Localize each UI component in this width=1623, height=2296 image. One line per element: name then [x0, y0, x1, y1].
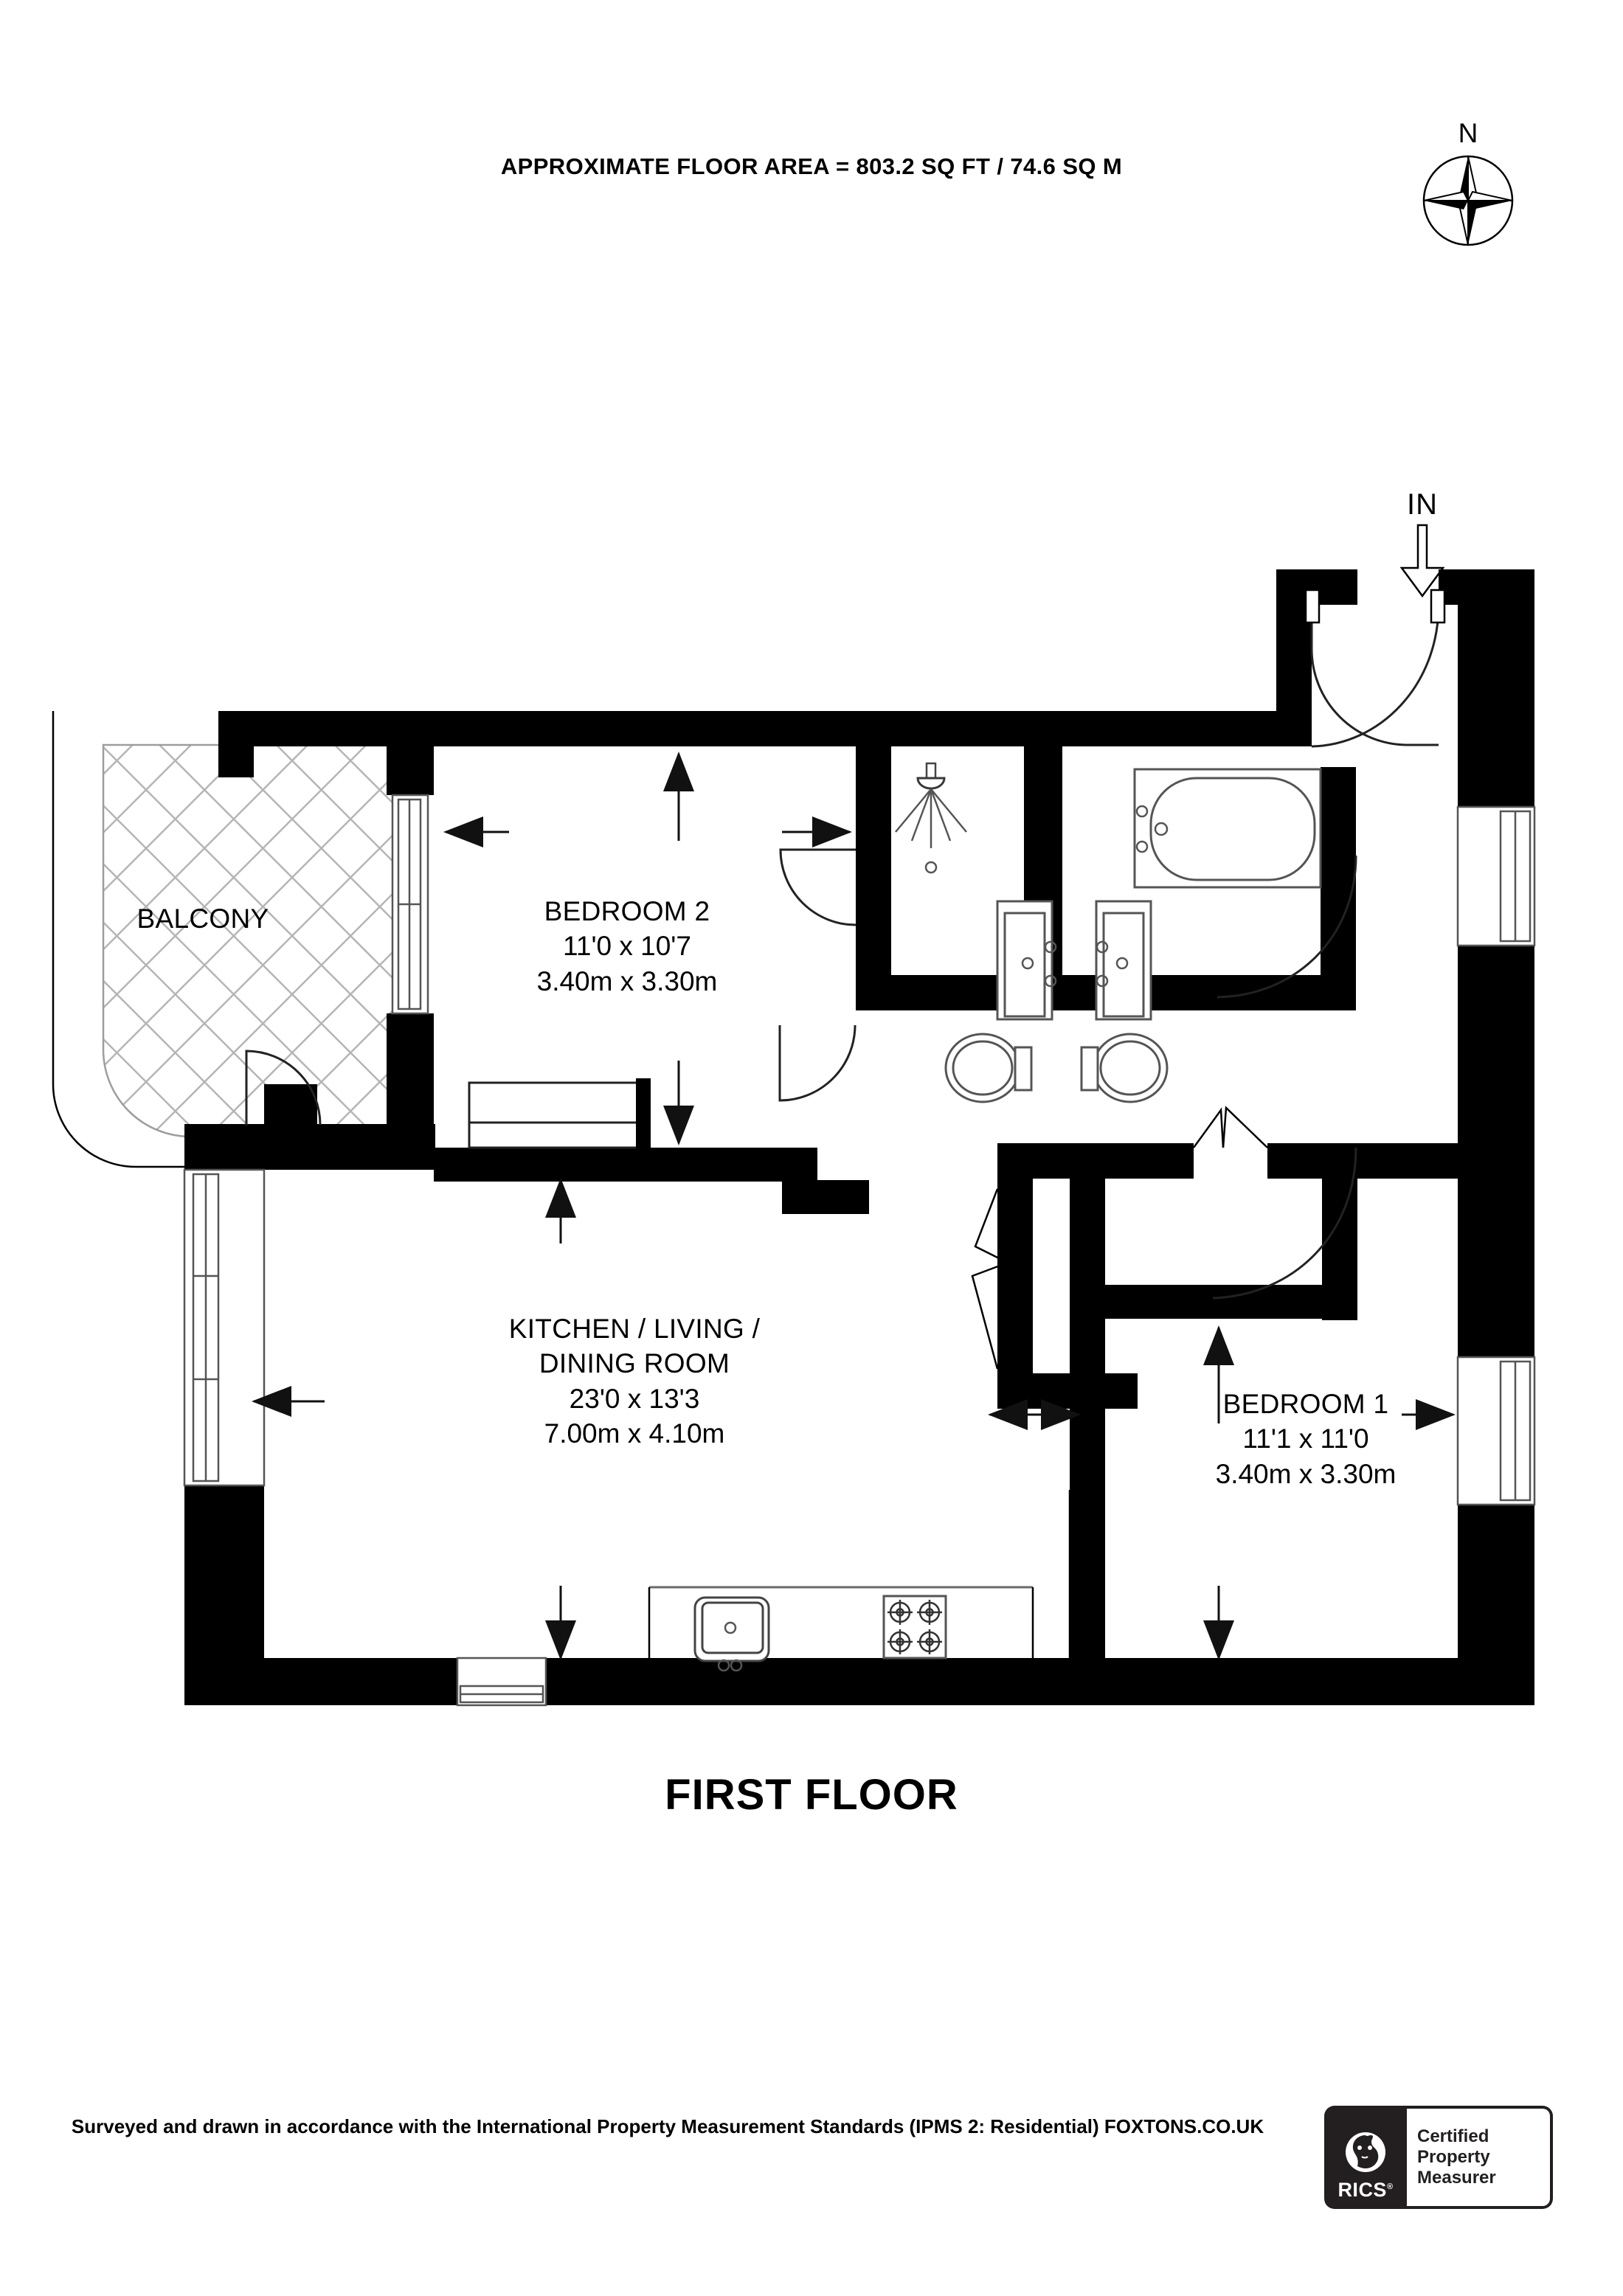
balcony-area [102, 743, 415, 1138]
kitchen-units [648, 1586, 1034, 1672]
header: APPROXIMATE FLOOR AREA = 803.2 SQ FT / 7… [0, 145, 1623, 189]
room-name: BEDROOM 2 [544, 896, 710, 926]
bathtub-icon [1133, 768, 1322, 889]
rics-caption-line2: Property [1417, 2147, 1490, 2168]
rics-lion-icon [1346, 2132, 1385, 2172]
cupboard-icon [468, 1078, 651, 1151]
door-bathroom [1217, 855, 1357, 999]
entrance-marker: IN [1356, 488, 1489, 599]
dimension-arrows [252, 752, 1456, 1660]
room-dim-metric: 3.40m x 3.30m [1215, 1458, 1397, 1489]
rics-caption-line3: Measurer [1417, 2167, 1496, 2188]
door-bedroom2-lower [778, 1024, 857, 1102]
wash-basin-icon-bathroom [1095, 900, 1152, 1021]
rics-brand-text: RICS [1337, 2179, 1387, 2201]
rics-caption-block: Certified Property Measurer [1407, 2106, 1553, 2209]
toilet-icon-bathroom [1080, 1033, 1169, 1103]
room-name-line1: KITCHEN / LIVING / [508, 1314, 761, 1344]
door-bedroom2-upper [779, 848, 857, 926]
window-right-upper [1456, 805, 1536, 947]
floor-title: FIRST FLOOR [665, 1771, 958, 1819]
room-label-balcony: BALCONY [81, 901, 325, 936]
footer: Surveyed and drawn in accordance with th… [0, 2106, 1623, 2238]
window-bedroom2-balcony [391, 794, 429, 1015]
floor-plan [52, 569, 1536, 1707]
rics-caption-line1: Certified [1417, 2126, 1489, 2147]
hall-break-line [971, 1188, 1011, 1370]
room-dim-imperial: 23'0 x 13'3 [569, 1383, 700, 1414]
floor-plan-drawing [52, 569, 1536, 1707]
balcony-outline [52, 711, 273, 1168]
room-dim-imperial: 11'1 x 11'0 [1242, 1423, 1369, 1454]
door-bedroom1 [1212, 1147, 1357, 1300]
entrance-label: IN [1407, 488, 1438, 521]
rics-badge: RICS® Certified Property Measurer [1324, 2106, 1553, 2209]
room-name: BALCONY [136, 904, 269, 934]
room-dim-metric: 3.40m x 3.30m [536, 965, 718, 996]
bathroom-fixtures [1080, 768, 1322, 1103]
room-label-bedroom2: BEDROOM 2 11'0 x 10'7 3.40m x 3.30m [428, 894, 826, 999]
room-name-line2: DINING ROOM [539, 1348, 730, 1379]
door-entrance [1304, 589, 1446, 748]
footer-disclaimer: Surveyed and drawn in accordance with th… [71, 2115, 1264, 2137]
room-dim-metric: 7.00m x 4.10m [544, 1418, 725, 1449]
door-balcony [245, 1050, 322, 1126]
window-right-lower [1456, 1356, 1536, 1506]
walls [184, 569, 1534, 1705]
wardrobe-icon [1192, 1106, 1268, 1148]
door-swings [245, 589, 1446, 1300]
room-dim-imperial: 11'0 x 10'7 [563, 931, 691, 962]
rics-wordmark: RICS® [1337, 2179, 1394, 2201]
compass-rose-icon [1422, 155, 1514, 246]
toilet-icon-ensuite [944, 1033, 1033, 1103]
rics-logo-block: RICS® [1324, 2106, 1407, 2209]
compass: N [1402, 118, 1534, 251]
kitchen-sink-icon [693, 1596, 770, 1672]
wash-basin-icon-ensuite [996, 900, 1057, 1021]
ensuite-fixtures [895, 762, 1057, 1103]
room-name: BEDROOM 1 [1222, 1389, 1389, 1419]
shower-head-icon [895, 762, 967, 874]
window-kitchen-bottom [456, 1657, 547, 1707]
down-arrow-icon [1399, 524, 1445, 598]
windows [183, 794, 1536, 1707]
room-label-kitchen: KITCHEN / LIVING / DINING ROOM 23'0 x 13… [398, 1311, 871, 1451]
hob-icon [882, 1595, 947, 1659]
room-label-bedroom1: BEDROOM 1 11'1 x 11'0 3.40m x 3.30m [1136, 1387, 1475, 1491]
compass-north-label: N [1458, 118, 1478, 148]
page-title: APPROXIMATE FLOOR AREA = 803.2 SQ FT / 7… [500, 153, 1123, 179]
window-kitchen-left [183, 1168, 266, 1487]
